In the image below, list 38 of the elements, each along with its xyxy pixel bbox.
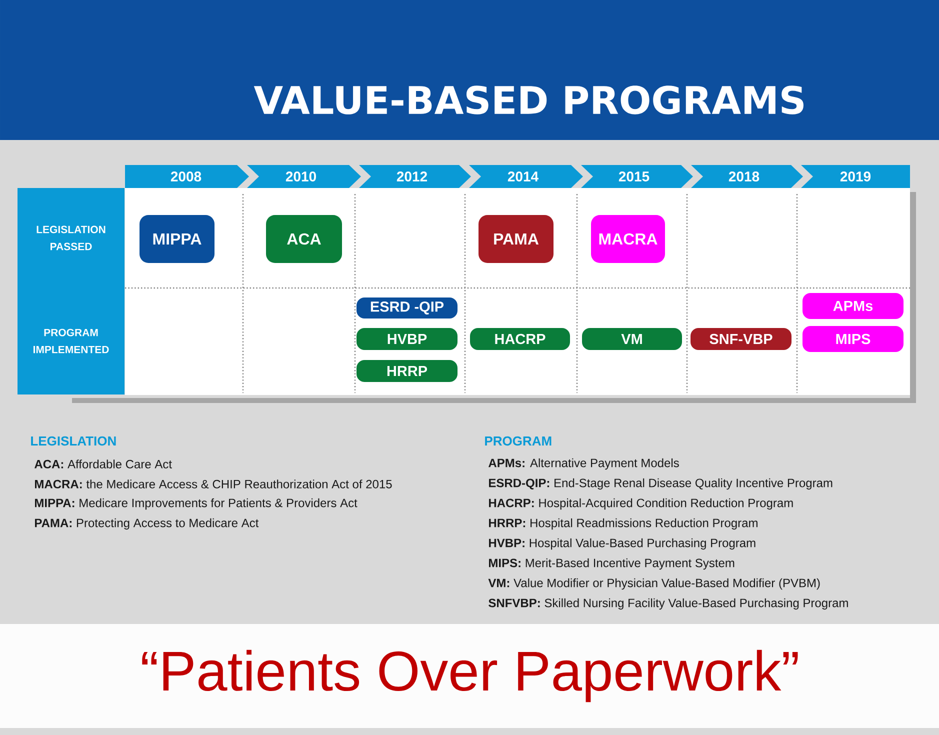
definition-line: SNFVBP: Skilled Nursing Facility Value-Based Purchasing Program <box>488 598 848 610</box>
row-header: LEGISLATION PASSED <box>18 188 124 288</box>
program-pill: HRRP <box>356 360 458 382</box>
definition-line: ACA: Affordable Care Act <box>34 460 172 468</box>
program-pill: VM <box>582 328 682 350</box>
node-label: PROGRAM IMPLEMENTED <box>34 328 109 354</box>
program-pill: APMs <box>802 293 904 319</box>
year-header: 2018 <box>691 165 803 188</box>
definition-line: VM: Value Modifier or Physician Value-Based Modifier (PVBM) <box>488 578 820 590</box>
definition-line: HVBP: Hospital Value-Based Purchasing Program <box>489 538 756 550</box>
node-label: LEGISLATION PASSED <box>36 226 106 250</box>
program-pill: HVBP <box>356 328 458 350</box>
program-pill: HACRP <box>470 328 570 350</box>
program-pill: ACA <box>266 215 342 263</box>
definition-line: HRRP: Hospital Readmissions Reduction Program <box>489 518 758 530</box>
title: VALUE-BASED PROGRAMS <box>254 86 804 114</box>
banner-text: “Patients Over Paperwork” <box>142 650 798 702</box>
definition-line: HACRP: Hospital-Acquired Condition Reduction Program <box>489 498 793 510</box>
definition-line: ESRD-QIP: End-Stage Renal Disease Quality Incentive Program <box>489 478 832 490</box>
program-pill: PAMA <box>478 215 554 263</box>
definition-line: MIPS: Merit-Based Incentive Payment System <box>489 558 734 570</box>
program-pill: MIPPA <box>140 215 214 263</box>
section-heading: PROGRAM <box>485 436 552 446</box>
definition-line: APMs: Alternative Payment Models <box>488 458 679 470</box>
program-pill: MIPS <box>802 326 904 352</box>
program-pill: MACRA <box>591 215 665 263</box>
definition-line: PAMA: Protecting Access to Medicare Act <box>35 518 259 530</box>
year-header: 2010 <box>247 165 361 188</box>
definition-line: MIPPA: Medicare Improvements for Patients & Providers Act <box>35 498 358 510</box>
year-header: 2014 <box>469 165 583 188</box>
row-header: PROGRAM IMPLEMENTED <box>18 288 124 394</box>
definition-line: MACRA: the Medicare Access & CHIP Reauthorization Act of 2015 <box>35 480 392 488</box>
year-header: 2008 <box>125 165 249 188</box>
section-heading: LEGISLATION <box>31 436 116 446</box>
year-header: 2012 <box>359 165 471 188</box>
year-header: 2015 <box>581 165 693 188</box>
program-pill: ESRD -QIP <box>356 298 458 318</box>
program-pill: SNF-VBP <box>690 328 792 350</box>
